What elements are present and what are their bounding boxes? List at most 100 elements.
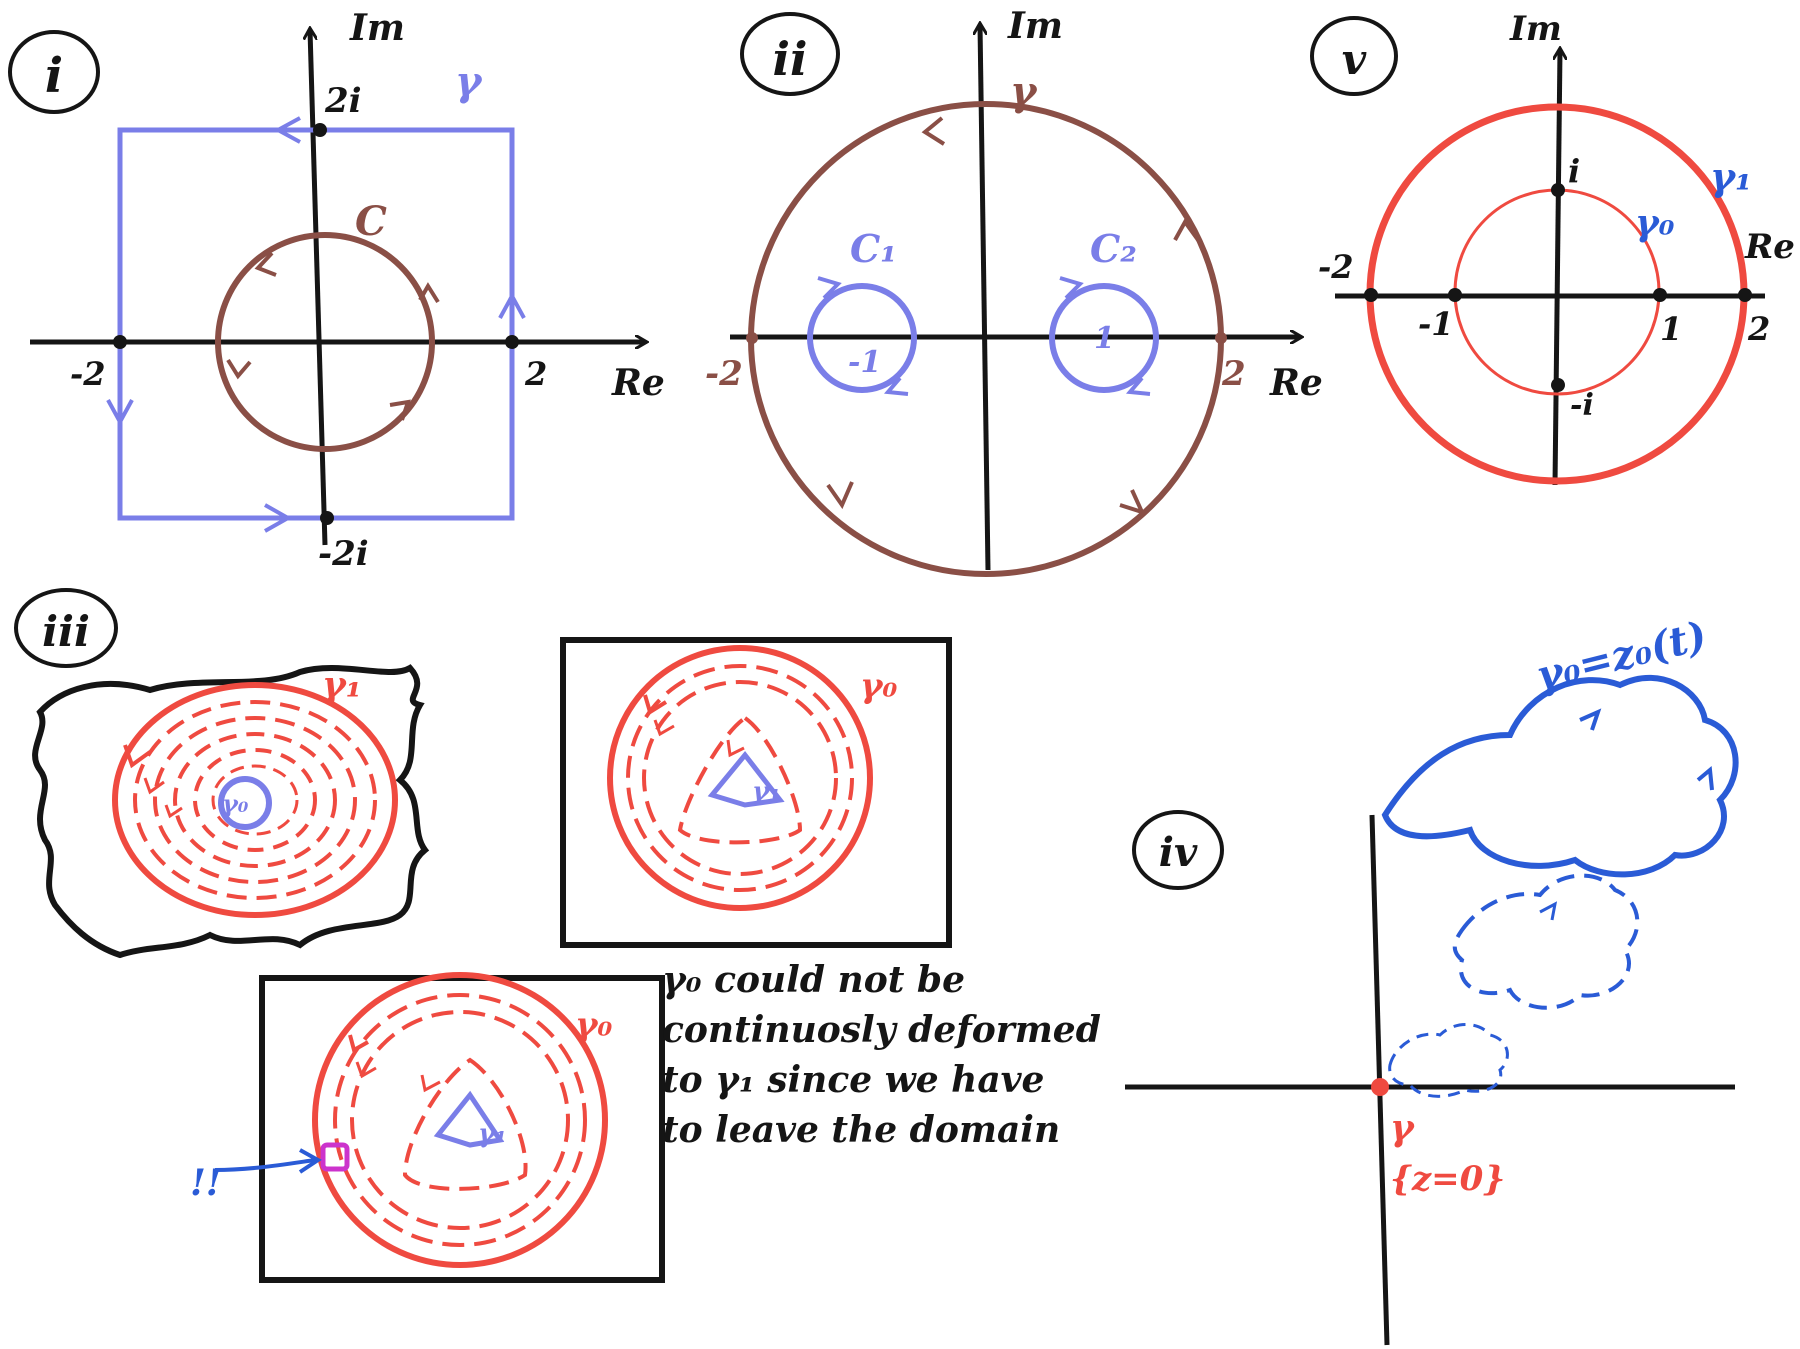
panel-ii-c2-label: C₂: [1090, 226, 1137, 271]
panel-iii-b-gamma0: [607, 645, 873, 911]
panel-ii-imag-axis: [980, 25, 991, 571]
panel-i-gamma-arrow-top: [273, 116, 301, 144]
panel-v-gamma1-label: γ₁: [1710, 154, 1752, 199]
panel-iii-fig-b: γ₀ γ₁: [560, 637, 952, 948]
panel-iii-badge: iii: [14, 588, 118, 668]
panel-ii-label-1: 1: [1094, 321, 1115, 356]
panel-i-label-2: 2: [524, 355, 547, 393]
panel-iv-gamma-label: γ: [1390, 1107, 1416, 1149]
panel-iii-a-dash-3: [173, 732, 337, 868]
panel-iii-b-gamma1-triangle: [707, 751, 785, 808]
panel-ii-c1-arrow-2: [883, 376, 909, 396]
panel-ii-label-neg2: -2: [705, 354, 743, 394]
panel-v-gamma0-label: γ₀: [1635, 202, 1675, 244]
panel-ii-re-label: Re: [1269, 362, 1323, 404]
panel-iii-c-gamma1-triangle: [433, 1090, 505, 1148]
panel-i-label-neg2: -2: [70, 355, 106, 393]
panel-iv-origin-point: [1371, 1078, 1389, 1096]
panel-ii-label-neg1: -1: [848, 345, 881, 380]
panel-iv: iv γ₀=z₀(t) γ {z=0}: [1125, 612, 1739, 1346]
panel-i-point-neg2: [113, 335, 127, 349]
panel-iii-note-line-3: to γ₁ since we have: [662, 1059, 1044, 1101]
panel-v-label-neg-i: -i: [1570, 388, 1594, 423]
panel-i-point-neg2i: [320, 511, 334, 525]
panel-i-label: i: [45, 48, 63, 104]
panel-ii: ii Re Im γ C₁ C₂ -1 1 -2 2: [705, 5, 1323, 577]
panel-iii-b-arrow-3: [726, 739, 745, 758]
panel-iii-c-pointer-head: [298, 1148, 322, 1174]
panel-i-point-2: [505, 335, 519, 349]
panel-ii-gamma-arrow-1: [921, 116, 946, 146]
panel-i-label-2i: 2i: [324, 81, 362, 121]
panel-iii-a-arrow-3: [164, 804, 183, 819]
panel-i-c-arrow-4: [418, 282, 440, 304]
panel-i-label-neg2i: -2i: [318, 534, 369, 574]
panel-ii-label: ii: [773, 32, 808, 86]
panel-iii-c-dash-1: [333, 993, 587, 1247]
panel-iii-b-gamma1-label: γ₁: [752, 777, 781, 807]
panel-iii-a-gamma1: [112, 682, 398, 918]
panel-iii-fig-a: γ₀ γ₁: [32, 664, 430, 959]
panel-iii-label: iii: [42, 607, 90, 656]
panel-i-gamma-label: γ: [455, 58, 483, 105]
panel-v-point-neg-i: [1551, 378, 1565, 392]
panel-i-c-arrow-2: [226, 358, 252, 380]
panel-iv-gamma0-cloud: [1381, 674, 1739, 878]
panel-v-label-neg1: -1: [1418, 305, 1454, 343]
panel-iii-a-dash-2: [153, 716, 357, 884]
panel-iii-b-arrow-2: [653, 719, 675, 737]
panel-i-c-arrow-1: [254, 251, 277, 277]
panel-iii-c-marker-label: !!: [190, 1162, 222, 1204]
panel-iii-a-gamma1-label: γ₁: [322, 664, 362, 706]
panel-iii-c-dash-2: [350, 1010, 570, 1230]
panel-iii-domain-a: [32, 664, 430, 959]
panel-i-c-arrow-3: [389, 399, 411, 421]
panel-iv-cloud-arrow-2: [1696, 766, 1714, 791]
panel-iii-b-dash-1: [626, 664, 854, 892]
panel-ii-circle-c1: [807, 283, 917, 393]
panel-iii-fig-c: γ₀ γ₁ !!: [190, 972, 665, 1283]
panel-iv-cloud-arrow-3: [1539, 901, 1558, 921]
panel-v-imag-axis: [1552, 50, 1560, 486]
panel-i-badge: i: [8, 30, 100, 114]
panel-iii-a-dash-4: [193, 748, 317, 852]
panel-iii-c-pointer-arrow: [214, 1158, 316, 1172]
panel-iv-cloud-dash-1: [1452, 873, 1640, 1010]
panel-iii-b-arrow-1: [643, 694, 668, 716]
panel-iii-c-arrow-2: [355, 1061, 377, 1079]
panel-iii-a-arrow-2: [143, 777, 165, 795]
panel-ii-point-2: [1215, 332, 1227, 344]
panel-v-point-2: [1738, 288, 1752, 302]
panel-iv-cloud-arrow-1: [1579, 708, 1602, 731]
panel-i-circle-c: [215, 232, 435, 452]
panel-ii-c1-arrow-1: [817, 276, 842, 300]
panel-ii-point-neg2: [746, 332, 758, 344]
panel-i-re-label: Re: [611, 362, 665, 404]
panel-iv-badge: iv: [1132, 810, 1224, 890]
panel-iii-note-line-4: to leave the domain: [662, 1109, 1060, 1151]
panel-v-im-label: Im: [1509, 9, 1562, 49]
panel-iv-set-label: {z=0}: [1390, 1159, 1505, 1199]
panel-v-label-i: i: [1568, 152, 1580, 190]
panel-iii-note-line-2: continuosly deformed: [662, 1009, 1101, 1051]
panel-iii-c-gamma0: [312, 972, 608, 1268]
panel-i-im-label: Im: [349, 7, 405, 49]
panel-i: i Re Im γ C -2 2 2i -2i: [8, 7, 665, 574]
panel-iii-c-gamma1-label: γ₁: [478, 1119, 507, 1149]
panel-iv-label: iv: [1159, 829, 1198, 876]
panel-ii-c2-arrow-1: [1059, 276, 1084, 300]
panel-v-label: v: [1342, 35, 1367, 84]
panel-ii-gamma-label: γ: [1010, 68, 1038, 115]
panel-ii-gamma-arrow-4: [1173, 218, 1200, 242]
panel-v-badge: v: [1310, 16, 1398, 96]
panel-ii-badge: ii: [740, 12, 840, 96]
panel-iii-c-hole-marker: [320, 1142, 350, 1172]
panel-iii-b-dash-2: [642, 680, 838, 876]
panel-ii-label-2: 2: [1221, 354, 1246, 394]
panel-i-point-2i: [313, 123, 327, 137]
panel-iii-b-dash-triangle: [677, 715, 803, 845]
panel-ii-circle-c2: [1049, 283, 1159, 393]
panel-i-c-label: C: [355, 198, 387, 245]
panel-iii-b-gamma0-label: γ₀: [860, 666, 897, 706]
